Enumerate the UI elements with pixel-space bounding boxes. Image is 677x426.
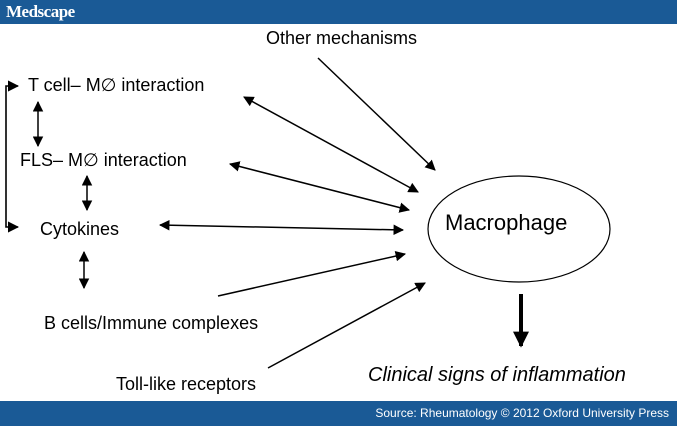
header-bar: Medscape	[0, 0, 677, 24]
node-toll-like-receptors: Toll-like receptors	[116, 374, 257, 394]
arrow-fls-macrophage	[228, 161, 411, 213]
node-other-mechanisms: Other mechanisms	[266, 28, 418, 48]
macrophage-ellipse	[427, 175, 611, 283]
medscape-logo: Medscape	[6, 2, 75, 21]
node-macrophage: Macrophage	[445, 210, 568, 235]
feedback-bracket	[5, 80, 20, 233]
node-fls-interaction: FLS– M∅ interaction	[20, 150, 187, 170]
arrow-cytokines-macrophage	[158, 219, 405, 236]
node-cytokines: Cytokines	[40, 219, 120, 239]
footer-bar: Source: Rheumatology © 2012 Oxford Unive…	[0, 401, 677, 426]
node-bcells-immune-complexes: B cells/Immune complexes	[44, 313, 259, 333]
arrow-other-macrophage	[317, 57, 436, 171]
arrow-tcell-macrophage	[243, 96, 419, 193]
node-clinical-signs: Clinical signs of inflammation	[368, 364, 626, 386]
arrow-bcells-macrophage	[217, 250, 407, 297]
arrow-toll-macrophage	[267, 282, 426, 369]
node-tcell-interaction: T cell– M∅ interaction	[28, 75, 205, 95]
source-citation: Source: Rheumatology © 2012 Oxford Unive…	[375, 406, 669, 420]
